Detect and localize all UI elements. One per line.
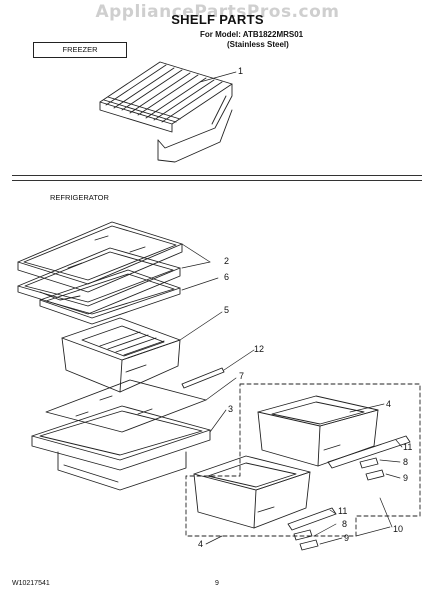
freezer-wire-shelf bbox=[99, 61, 233, 163]
callout-8-left: 8 bbox=[342, 519, 347, 529]
callout-4-right: 4 bbox=[386, 399, 391, 409]
drawer-assembly-group-box bbox=[185, 383, 421, 537]
callout-11-left: 11 bbox=[338, 506, 347, 516]
clip-right-9 bbox=[365, 469, 385, 481]
shelf-frame bbox=[31, 405, 211, 491]
deli-pan-left bbox=[193, 455, 311, 529]
callout-1: 1 bbox=[238, 66, 243, 76]
watermark: AppliancePartsPros.com bbox=[95, 2, 340, 22]
page-number: 9 bbox=[215, 580, 219, 587]
callout-2: 2 bbox=[224, 256, 229, 266]
model-variant: (Stainless Steel) bbox=[227, 40, 289, 49]
callout-9-right: 9 bbox=[403, 473, 408, 483]
callout-8-right: 8 bbox=[403, 457, 408, 467]
callout-12: 12 bbox=[254, 344, 264, 354]
deli-pan-right bbox=[257, 395, 379, 467]
clip-right-8 bbox=[359, 457, 379, 469]
callout-numbers: 1 2 6 5 12 7 3 4 11 8 9 10 11 8 9 4 bbox=[198, 66, 412, 549]
crisper-cover-frame bbox=[39, 269, 181, 325]
section-divider-top bbox=[12, 175, 422, 176]
glass-shelf-lower bbox=[17, 247, 181, 315]
page-title: SHELF PARTS bbox=[171, 12, 264, 27]
callout-5: 5 bbox=[224, 305, 229, 315]
rail-part-12 bbox=[181, 367, 225, 389]
model-line: For Model: ATB1822MRS01 bbox=[200, 30, 304, 39]
callout-9-left: 9 bbox=[344, 533, 349, 543]
document-number: W10217541 bbox=[12, 580, 50, 587]
callout-10: 10 bbox=[393, 524, 403, 534]
crisper-drawer bbox=[61, 317, 181, 393]
callout-6: 6 bbox=[224, 272, 229, 282]
clip-left-8 bbox=[293, 529, 313, 541]
callout-4-left: 4 bbox=[198, 539, 203, 549]
glass-shelf-upper bbox=[17, 221, 183, 293]
callout-7: 7 bbox=[239, 371, 244, 381]
model-info: For Model: ATB1822MRS01 (Stainless Steel… bbox=[200, 30, 303, 50]
leader-lines bbox=[179, 71, 403, 545]
callout-3: 3 bbox=[228, 404, 233, 414]
freezer-section-label: FREEZER bbox=[33, 42, 127, 58]
clip-left-9 bbox=[299, 539, 319, 551]
glass-insert bbox=[45, 379, 207, 433]
callout-11-right: 11 bbox=[403, 442, 412, 452]
section-divider-bottom bbox=[12, 180, 422, 181]
slide-rail-right bbox=[327, 435, 411, 469]
slide-rail-left bbox=[287, 507, 337, 531]
refrigerator-section-label: REFRIGERATOR bbox=[50, 193, 109, 202]
